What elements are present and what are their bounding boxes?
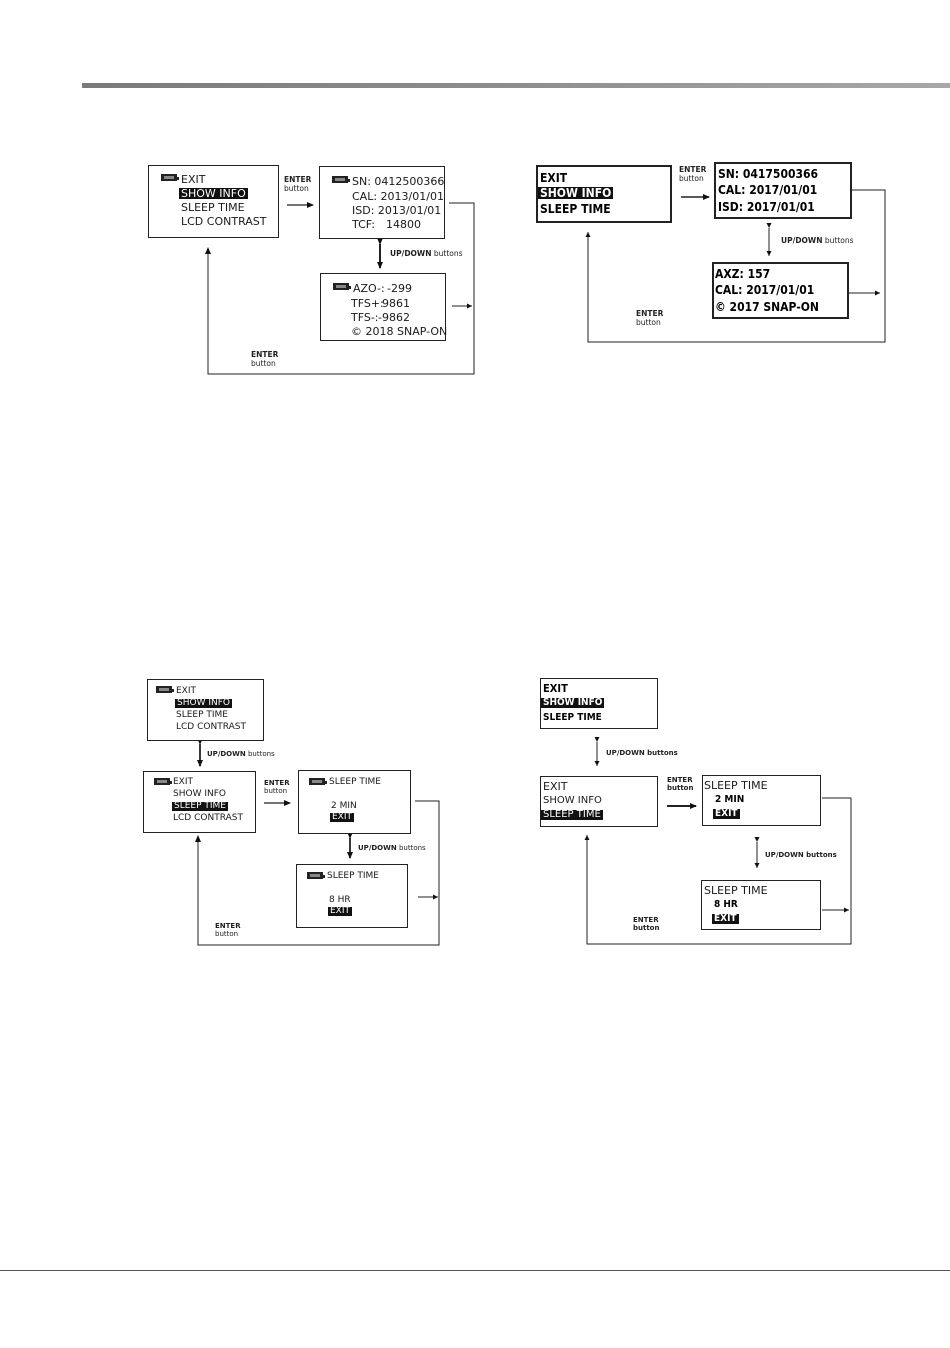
axz-value: AXZ: 157 xyxy=(715,267,771,281)
d1-updown-label: UP/DOWN buttons xyxy=(390,249,463,258)
d4-menu-screen-bottom: EXIT SHOW INFO SLEEP TIME xyxy=(540,776,658,827)
menu-item-sleep-time: SLEEP TIME xyxy=(181,201,245,214)
menu-item-show-info-selected: SHOW INFO xyxy=(179,187,248,200)
tfs-minus-label: TFS-: xyxy=(351,311,379,324)
d3-updown-label-top: UP/DOWN buttons xyxy=(207,750,275,758)
tfs-minus-value: -9862 xyxy=(378,311,410,324)
d2-updown-label: UP/DOWN buttons xyxy=(781,236,854,245)
d1-info-screen-1: SN: 0412500366 CAL: 2013/01/01 ISD: 2013… xyxy=(319,166,445,239)
d4-sleep-screen-1: SLEEP TIME 2 MIN EXIT xyxy=(702,775,821,826)
d2-main-menu-screen: EXIT SHOW INFO SLEEP TIME xyxy=(536,165,672,223)
serial-number: SN: 0412500366 xyxy=(352,175,445,188)
menu-item-lcd-contrast: LCD CONTRAST xyxy=(181,215,267,228)
menu-item-show-info-selected: SHOW INFO xyxy=(541,697,605,708)
copyright: © 2017 SNAP-ON xyxy=(715,300,819,314)
d3-sleep-screen-1: SLEEP TIME 2 MIN EXIT xyxy=(298,770,411,834)
d4-updown-label-right: UP/DOWN buttons xyxy=(765,851,837,859)
menu-item-show-info: SHOW INFO xyxy=(543,795,602,806)
in-service-date: ISD: 2013/01/01 xyxy=(352,204,442,217)
menu-item-show-info-selected: SHOW INFO xyxy=(175,698,232,708)
sleep-time-value: 8 HR xyxy=(714,899,738,910)
sleep-time-title: SLEEP TIME xyxy=(329,777,381,787)
menu-item-exit: EXIT xyxy=(173,777,194,787)
d2-info-screen-2: AXZ: 157 CAL: 2017/01/01 © 2017 SNAP-ON xyxy=(712,262,849,319)
battery-icon xyxy=(154,778,172,785)
menu-item-exit: EXIT xyxy=(543,682,568,695)
footer-rule xyxy=(0,1270,950,1271)
tcf-value: 14800 xyxy=(386,218,421,231)
sleep-time-title: SLEEP TIME xyxy=(327,871,379,881)
battery-icon xyxy=(332,176,350,183)
d1-main-menu-screen: EXIT SHOW INFO SLEEP TIME LCD CONTRAST xyxy=(148,165,279,238)
exit-option-selected: EXIT xyxy=(712,913,739,924)
azo-label: AZO-: xyxy=(353,282,385,295)
battery-icon xyxy=(309,778,327,785)
menu-item-lcd-contrast: LCD CONTRAST xyxy=(173,813,243,823)
d4-sleep-screen-2: SLEEP TIME 8 HR EXIT xyxy=(701,880,821,930)
copyright: © 2018 SNAP-ON xyxy=(351,325,448,338)
menu-item-sleep-time: SLEEP TIME xyxy=(540,202,611,216)
tfs-plus-value: 9861 xyxy=(382,297,410,310)
d1-return-loop xyxy=(205,202,475,375)
d3-menu-screen-top: EXIT SHOW INFO SLEEP TIME LCD CONTRAST xyxy=(147,679,264,741)
sleep-time-value: 2 MIN xyxy=(331,801,357,811)
d2-info-screen-1: SN: 0417500366 CAL: 2017/01/01 ISD: 2017… xyxy=(714,162,852,219)
menu-item-exit: EXIT xyxy=(181,173,206,186)
d2-return-loop xyxy=(585,189,886,343)
serial-number: SN: 0417500366 xyxy=(718,167,819,181)
menu-item-sleep-time: SLEEP TIME xyxy=(176,710,228,720)
menu-item-exit: EXIT xyxy=(176,686,197,696)
menu-item-sleep-time-selected: SLEEP TIME xyxy=(172,801,228,811)
calibration-date: CAL: 2017/01/01 xyxy=(718,183,818,197)
menu-item-show-info: SHOW INFO xyxy=(173,789,226,799)
header-rule xyxy=(82,83,950,88)
battery-icon xyxy=(161,174,179,181)
d4-return-loop xyxy=(584,797,852,945)
menu-item-exit: EXIT xyxy=(540,171,568,185)
menu-item-sleep-time: SLEEP TIME xyxy=(543,712,602,723)
sleep-time-title: SLEEP TIME xyxy=(704,779,768,792)
d4-menu-screen-top: EXIT SHOW INFO SLEEP TIME xyxy=(540,678,658,729)
d3-menu-screen-bottom: EXIT SHOW INFO SLEEP TIME LCD CONTRAST xyxy=(143,771,256,833)
azo-value: -299 xyxy=(387,282,412,295)
sleep-time-title: SLEEP TIME xyxy=(704,884,768,897)
tcf-label: TCF: xyxy=(352,218,375,231)
menu-item-lcd-contrast: LCD CONTRAST xyxy=(176,722,246,732)
battery-icon xyxy=(333,283,351,290)
d4-updown-label-top: UP/DOWN buttons xyxy=(606,749,678,757)
in-service-date: ISD: 2017/01/01 xyxy=(718,200,815,214)
sleep-time-value: 8 HR xyxy=(329,895,351,905)
exit-option-selected: EXIT xyxy=(330,812,355,822)
calibration-date: CAL: 2017/01/01 xyxy=(715,283,815,297)
exit-option-selected: EXIT xyxy=(713,808,740,819)
calibration-date: CAL: 2013/01/01 xyxy=(352,190,444,203)
menu-item-exit: EXIT xyxy=(543,780,568,793)
tfs-plus-label: TFS+: xyxy=(351,297,384,310)
battery-icon xyxy=(156,686,174,693)
battery-icon xyxy=(307,872,325,879)
menu-item-show-info-selected: SHOW INFO xyxy=(538,186,614,200)
d3-updown-label-right: UP/DOWN buttons xyxy=(358,844,426,852)
d3-return-loop xyxy=(195,800,440,946)
sleep-time-value: 2 MIN xyxy=(715,794,745,805)
exit-option-selected: EXIT xyxy=(328,906,353,916)
menu-item-sleep-time-selected: SLEEP TIME xyxy=(541,809,603,820)
d1-info-screen-2: AZO-: -299 TFS+: 9861 TFS-: -9862 © 2018… xyxy=(320,273,448,341)
d3-sleep-screen-2: SLEEP TIME 8 HR EXIT xyxy=(296,864,408,928)
